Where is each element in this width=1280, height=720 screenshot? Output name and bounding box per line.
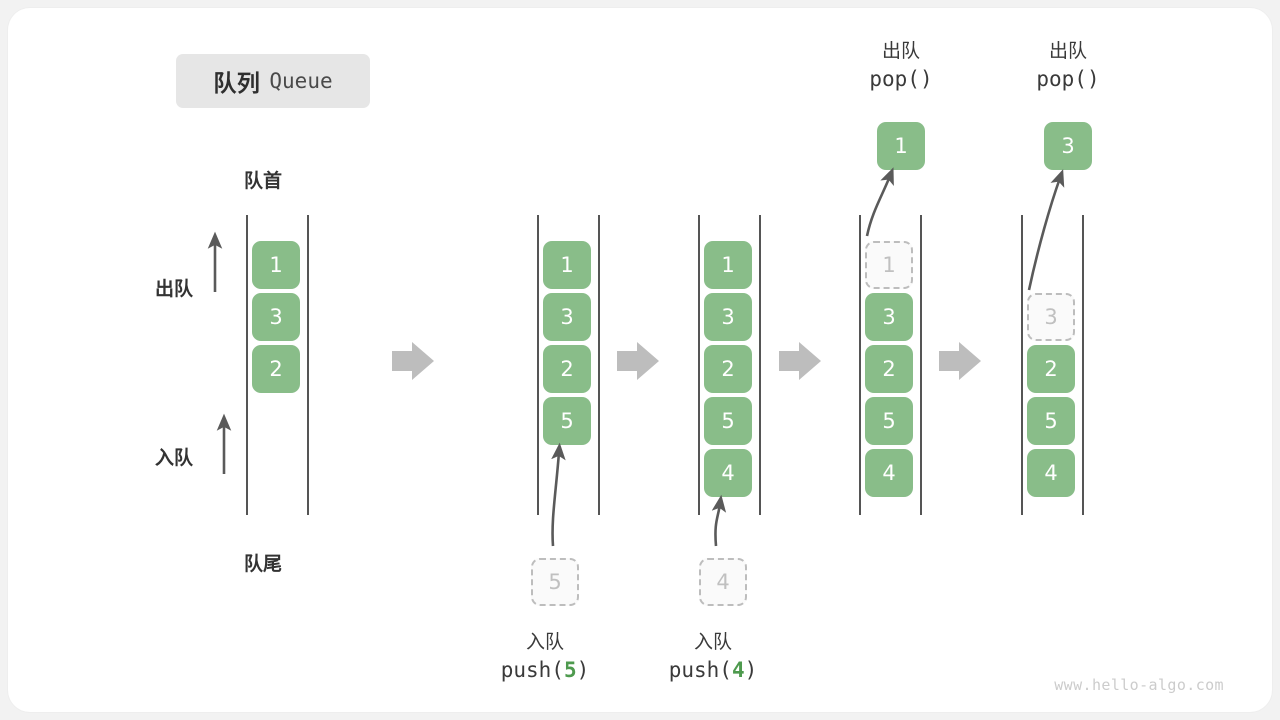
pending-push-value: 5 (531, 558, 579, 606)
queue-item: 2 (704, 345, 752, 393)
title-chinese: 队列 (213, 71, 261, 97)
queue-item: 3 (865, 293, 913, 341)
queue-tail-label: 队尾 (244, 553, 283, 575)
queue-item: 2 (543, 345, 591, 393)
enqueue-direction-label: 入队 (155, 447, 194, 469)
op-label-push-5: 入队 push(5) (470, 629, 620, 685)
title-english: Queue (269, 69, 333, 93)
op-label-code: push(4) (668, 658, 758, 682)
queue-item: 3 (543, 293, 591, 341)
queue-item: 4 (1027, 449, 1075, 497)
queue-item-removed: 3 (1027, 293, 1075, 341)
rail-right-col3 (759, 215, 761, 515)
popped-value: 1 (877, 122, 925, 170)
queue-item-new: 5 (543, 397, 591, 445)
rail-left-col5 (1021, 215, 1023, 515)
op-label-pop-3: 出队 pop() (993, 38, 1143, 94)
op-label-cn: 入队 (525, 631, 564, 653)
queue-head-label: 队首 (244, 170, 283, 192)
queue-item: 5 (704, 397, 752, 445)
rail-right-col1 (307, 215, 309, 515)
op-label-cn: 入队 (693, 631, 732, 653)
rail-left-col3 (698, 215, 700, 515)
rail-left-col1 (246, 215, 248, 515)
watermark: www.hello-algo.com (1054, 676, 1224, 694)
op-label-pop-1: 出队 pop() (826, 38, 976, 94)
queue-item: 1 (543, 241, 591, 289)
queue-item: 3 (252, 293, 300, 341)
queue-item-removed: 1 (865, 241, 913, 289)
queue-item: 2 (1027, 345, 1075, 393)
op-label-code: pop() (869, 67, 933, 91)
rail-right-col4 (920, 215, 922, 515)
queue-item: 1 (252, 241, 300, 289)
queue-item: 5 (1027, 397, 1075, 445)
diagram-card: 队列 Queue 队首 队尾 出队 入队 1 3 2 1 3 2 5 5 入队 … (8, 8, 1272, 712)
op-label-cn: 出队 (1048, 40, 1087, 62)
rail-right-col2 (598, 215, 600, 515)
popped-value: 3 (1044, 122, 1092, 170)
queue-item: 3 (704, 293, 752, 341)
queue-item: 2 (865, 345, 913, 393)
queue-item-new: 4 (704, 449, 752, 497)
rail-right-col5 (1082, 215, 1084, 515)
rail-left-col4 (859, 215, 861, 515)
queue-item: 5 (865, 397, 913, 445)
pending-push-value: 4 (699, 558, 747, 606)
op-label-code: pop() (1036, 67, 1100, 91)
queue-item: 2 (252, 345, 300, 393)
rail-left-col2 (537, 215, 539, 515)
op-label-cn: 出队 (881, 40, 920, 62)
queue-item: 4 (865, 449, 913, 497)
title-chip: 队列 Queue (176, 54, 370, 108)
queue-item: 1 (704, 241, 752, 289)
dequeue-direction-label: 出队 (155, 278, 194, 300)
op-label-push-4: 入队 push(4) (638, 629, 788, 685)
op-label-code: push(5) (500, 658, 590, 682)
